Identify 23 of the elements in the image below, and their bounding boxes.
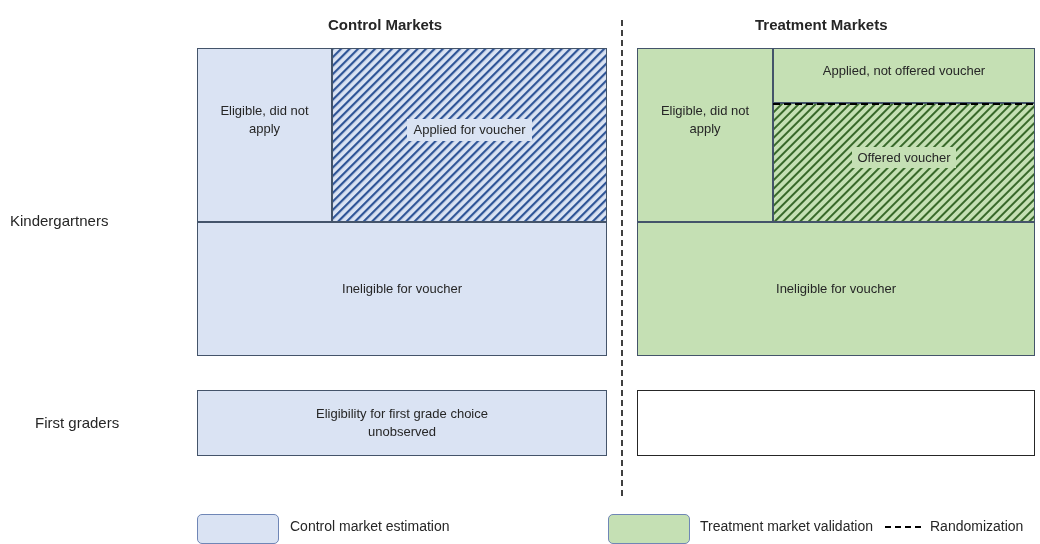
region-box bbox=[197, 48, 332, 222]
column-heading: Treatment Markets bbox=[755, 16, 888, 33]
column-heading: Control Markets bbox=[328, 16, 443, 33]
region-label: Ineligible for voucher bbox=[775, 280, 897, 299]
region-label: Applied for voucher bbox=[407, 119, 532, 141]
region-label: Applied, not offered voucher bbox=[821, 62, 987, 80]
region-label: Eligibility for first grade choice unobserved bbox=[315, 405, 489, 441]
region-box bbox=[637, 48, 773, 222]
region-box bbox=[197, 222, 607, 356]
region-box bbox=[332, 48, 607, 222]
region-label: Eligible, did not apply bbox=[659, 102, 751, 138]
region-label: Ineligible for voucher bbox=[341, 280, 463, 299]
legend-label: Treatment market validation bbox=[700, 518, 873, 534]
region-box bbox=[637, 222, 1035, 356]
legend-label: Control market estimation bbox=[290, 518, 450, 534]
region-label: Eligible, did not apply bbox=[219, 102, 310, 138]
empty-box bbox=[637, 390, 1035, 456]
row-label: Kindergartners bbox=[10, 212, 109, 229]
region-box bbox=[773, 48, 1035, 103]
row-label: First graders bbox=[35, 414, 120, 431]
legend-label: Randomization bbox=[930, 518, 1024, 534]
region-box bbox=[773, 103, 1035, 222]
region-box bbox=[197, 390, 607, 456]
